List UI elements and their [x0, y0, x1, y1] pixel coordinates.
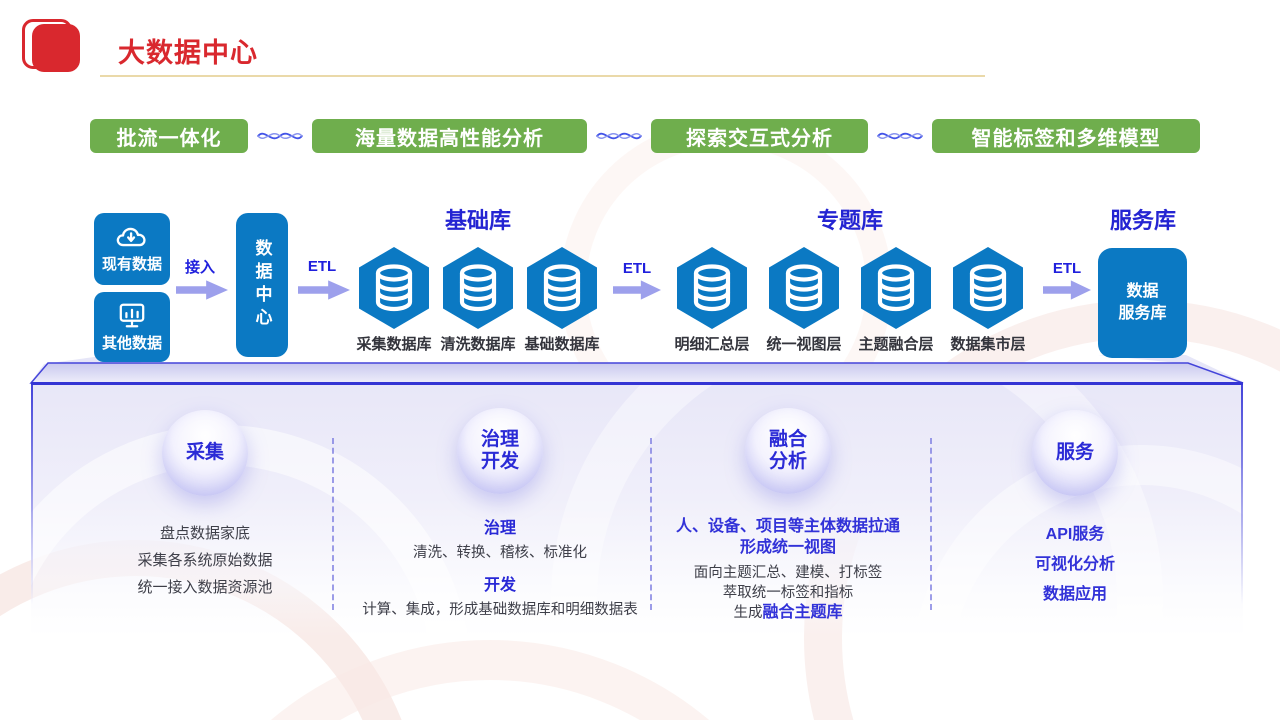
- panel-section-service: 服务 API服务 可视化分析 数据应用: [925, 410, 1225, 610]
- panel-section-collection: 采集 盘点数据家底 采集各系统原始数据 统一接入数据资源池: [55, 410, 355, 601]
- fusion-line-strong: 融合主题库: [762, 604, 843, 621]
- database-node: 明细汇总层: [674, 246, 750, 354]
- panel-divider: [930, 438, 932, 610]
- database-node-label: 明细汇总层: [674, 336, 750, 353]
- database-hexagon-icon: [766, 246, 842, 330]
- database-node-label: 数据集市层: [950, 336, 1026, 353]
- database-hexagon-icon: [858, 246, 934, 330]
- database-node-label: 基础数据库: [524, 336, 600, 353]
- capability-banner-high-performance: 海量数据高性能分析: [312, 119, 587, 153]
- database-hexagon-icon: [356, 246, 432, 330]
- capability-panel: 采集 盘点数据家底 采集各系统原始数据 统一接入数据资源池 治理 开发 治理 清…: [31, 382, 1243, 637]
- service-circle: 服务: [1032, 410, 1118, 496]
- source-label: 其他数据: [101, 334, 162, 352]
- fusion-strong-line: 形成统一视图: [739, 539, 836, 556]
- collection-circle: 采集: [162, 410, 248, 496]
- data-service-box-line1: 数据: [1126, 283, 1159, 300]
- wave-connector-icon: [256, 127, 304, 145]
- source-box-existing-data: 现有数据: [94, 213, 170, 285]
- fusion-line-prefix: 生成: [733, 605, 763, 621]
- title-icon-front-square: [32, 24, 80, 72]
- capability-banner-interactive-analysis: 探索交互式分析: [651, 119, 868, 153]
- subject-library-title: 专题库: [816, 208, 883, 233]
- fusion-line: 萃取统一标签和指标: [722, 584, 854, 601]
- etl-label: ETL: [622, 260, 652, 277]
- governance-circle-line2: 开发: [480, 451, 519, 472]
- fusion-mixed-line: 生成融合主题库: [635, 603, 941, 623]
- development-sub-text: 计算、集成，形成基础数据库和明细数据表: [362, 602, 638, 618]
- panel-right-edge: [1241, 385, 1243, 605]
- data-center-box: 数据中心: [236, 213, 288, 357]
- capability-banner-batch-stream: 批流一体化: [90, 119, 248, 153]
- etl-label: ETL: [307, 258, 337, 275]
- database-node: 主题融合层: [858, 246, 934, 354]
- page-title: 大数据中心: [118, 38, 258, 68]
- title-pages-icon: [22, 18, 88, 78]
- database-node: 数据集市层: [950, 246, 1026, 354]
- fusion-circle-line1: 融合: [768, 429, 807, 450]
- database-hexagon-icon: [524, 246, 600, 330]
- panel-section-fusion: 融合 分析 人、设备、项目等主体数据拉通 形成统一视图 面向主题汇总、建模、打标…: [635, 408, 941, 623]
- etl-arrow-icon: [298, 280, 350, 300]
- panel-divider: [650, 438, 652, 610]
- database-node-label: 主题融合层: [858, 336, 934, 353]
- service-line: 可视化分析: [1034, 556, 1115, 573]
- governance-sub-title: 治理: [483, 520, 516, 537]
- source-label: 现有数据: [101, 256, 162, 273]
- database-node: 统一视图层: [766, 246, 842, 354]
- governance-sub-text: 清洗、转换、稽核、标准化: [413, 545, 587, 561]
- collection-line: 采集各系统原始数据: [137, 552, 273, 569]
- service-line: 数据应用: [1042, 586, 1107, 603]
- cloud-download-icon: [116, 227, 146, 247]
- base-library-group: 采集数据库 清洗数据库 基础数据库: [356, 246, 600, 354]
- database-node: 采集数据库: [356, 246, 432, 354]
- governance-circle: 治理 开发: [457, 408, 543, 494]
- panel-section-governance: 治理 开发 治理 清洗、转换、稽核、标准化 开发 计算、集成，形成基础数据库和明…: [350, 408, 650, 619]
- access-label: 接入: [184, 259, 215, 276]
- subject-library-group: 明细汇总层 统一视图层 主题融合层 数据集市层: [671, 246, 1029, 354]
- service-line: API服务: [1045, 526, 1105, 543]
- fusion-circle: 融合 分析: [745, 408, 831, 494]
- database-node-label: 采集数据库: [356, 336, 432, 353]
- database-hexagon-icon: [440, 246, 516, 330]
- database-node: 基础数据库: [524, 246, 600, 354]
- database-hexagon-icon: [950, 246, 1026, 330]
- access-arrow-icon: [176, 280, 228, 300]
- development-sub-title: 开发: [483, 577, 516, 594]
- service-library-title: 服务库: [1109, 208, 1176, 233]
- wave-connector-icon: [595, 127, 643, 145]
- collection-line: 统一接入数据资源池: [137, 579, 273, 596]
- capability-banner-smart-tags: 智能标签和多维模型: [932, 119, 1200, 153]
- governance-circle-line1: 治理: [480, 429, 519, 450]
- collection-circle-label: 采集: [185, 442, 224, 463]
- base-library-title: 基础库: [444, 208, 511, 233]
- database-hexagon-icon: [674, 246, 750, 330]
- panel-divider: [332, 438, 334, 610]
- panel-left-edge: [31, 385, 33, 605]
- database-node: 清洗数据库: [440, 246, 516, 354]
- source-box-other-data: 其他数据: [94, 292, 170, 362]
- fusion-line: 面向主题汇总、建模、打标签: [693, 565, 883, 581]
- data-service-box: 数据 服务库: [1098, 248, 1187, 358]
- fusion-strong-line: 人、设备、项目等主体数据拉通: [675, 518, 900, 535]
- collection-line: 盘点数据家底: [159, 525, 250, 542]
- etl-arrow-icon: [1043, 280, 1091, 300]
- wave-connector-icon: [876, 127, 924, 145]
- etl-label: ETL: [1052, 260, 1082, 277]
- fusion-circle-line2: 分析: [768, 451, 807, 472]
- database-node-label: 清洗数据库: [440, 336, 516, 353]
- database-node-label: 统一视图层: [766, 336, 842, 353]
- service-circle-label: 服务: [1055, 442, 1094, 463]
- data-service-box-line2: 服务库: [1118, 305, 1167, 322]
- title-underline: [100, 75, 985, 77]
- monitor-chart-icon: [119, 303, 145, 327]
